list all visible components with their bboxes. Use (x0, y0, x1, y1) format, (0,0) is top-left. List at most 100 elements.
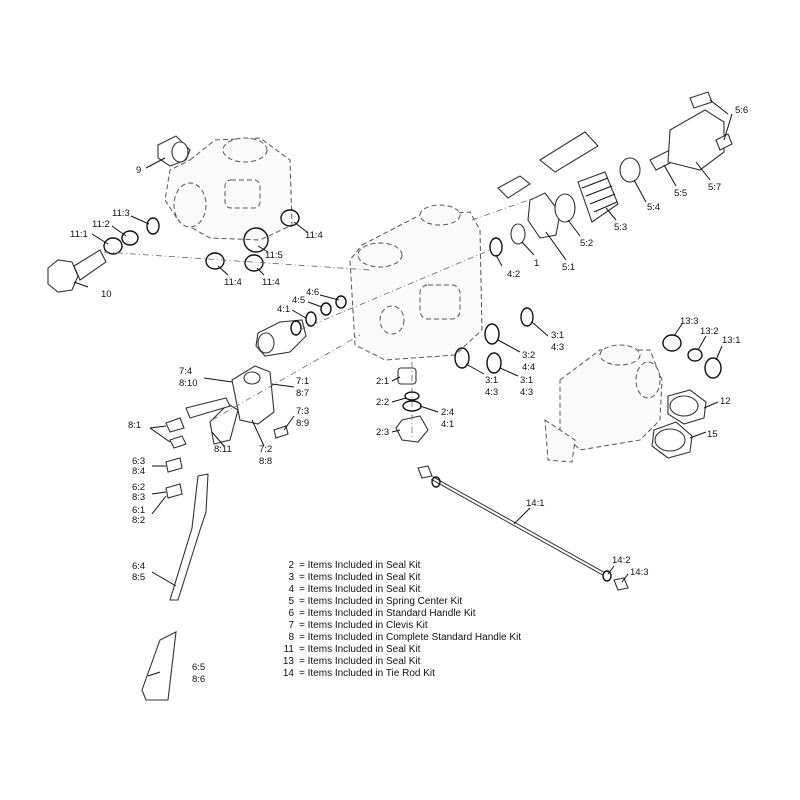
callout-6-1: 6:1 (132, 505, 145, 516)
callout-8-10: 8:10 (179, 378, 198, 389)
callout-1: 1 (534, 258, 539, 269)
callout-11-5: 11:5 (265, 250, 283, 261)
seal-rings-4-left (290, 295, 347, 336)
callout-6-4: 6:4 (132, 561, 145, 572)
callout-6-2: 6:2 (132, 482, 145, 493)
seal-rings-4-right (489, 237, 503, 257)
seal-rings-3 (454, 307, 534, 374)
callout-8-11: 8:11 (214, 444, 232, 455)
callout-5-6: 5:6 (735, 105, 748, 116)
legend-num: 2 (288, 560, 294, 571)
callout-9: 9 (136, 165, 141, 176)
callout-14-2: 14:2 (612, 555, 631, 566)
callout-4-5: 4:5 (292, 295, 305, 306)
callout-2-3: 2:3 (376, 427, 389, 438)
callout-4-3-b: 4:3 (485, 387, 498, 398)
callout-12: 12 (720, 396, 731, 407)
callout-5-3: 5:3 (614, 222, 627, 233)
seal-rings-11 (103, 209, 300, 272)
callout-11-4-top: 11:4 (305, 230, 323, 241)
legend-num: 3 (288, 572, 294, 583)
callout-7-4: 7:4 (179, 366, 192, 377)
outlet-section-body (544, 344, 663, 463)
callout-6-5: 6:5 (192, 662, 205, 673)
callout-4-6: 4:6 (306, 287, 319, 298)
callout-5-2: 5:2 (580, 238, 593, 249)
legend-text: = Items Included in Complete Standard Ha… (299, 632, 521, 643)
legend-text: = Items Included in Seal Kit (299, 644, 421, 655)
callout-8-4: 8:4 (132, 466, 145, 477)
callout-8-2: 8:2 (132, 515, 145, 526)
callout-5-5: 5:5 (674, 188, 687, 199)
plugs-12-15 (651, 389, 707, 459)
callout-5-1: 5:1 (562, 262, 575, 273)
callout-11-2: 11:2 (92, 219, 110, 230)
callout-10: 10 (101, 289, 112, 300)
callout-14-3: 14:3 (630, 567, 649, 578)
legend-text: = Items Included in Seal Kit (299, 560, 421, 571)
legend-text: = Items Included in Spring Center Kit (299, 596, 462, 607)
leader-lines (73, 99, 733, 677)
handle-lever (141, 473, 209, 701)
callout-2-2: 2:2 (376, 397, 389, 408)
legend-num: 11 (284, 644, 295, 655)
callout-3-1-a: 3:1 (551, 330, 564, 341)
legend-num: 8 (288, 632, 294, 643)
callout-3-1-b: 3:1 (485, 375, 498, 386)
legend-num: 7 (288, 620, 294, 631)
callout-3-2: 3:2 (522, 350, 535, 361)
callout-7-2: 7:2 (259, 444, 272, 455)
callout-labels: 9 10 11:1 11:2 11:3 11:4 11:5 11:4 11:4 … (70, 105, 748, 685)
plug-9-part (157, 135, 191, 167)
callout-3-1-c: 3:1 (520, 375, 533, 386)
callout-11-4-left: 11:4 (224, 277, 242, 288)
legend-text: = Items Included in Tie Rod Kit (299, 668, 435, 679)
callout-13-1: 13:1 (722, 335, 741, 346)
screws-6-8 (165, 457, 183, 499)
legend-num: 4 (288, 584, 294, 595)
callout-15: 15 (707, 429, 718, 440)
centre-lines (103, 195, 541, 440)
legend-num: 6 (288, 608, 294, 619)
callout-4-2: 4:2 (507, 269, 520, 280)
callout-11-1: 11:1 (70, 229, 88, 240)
inlet-section-body (164, 137, 293, 241)
legend-num: 13 (283, 656, 295, 667)
callout-2-1: 2:1 (376, 376, 389, 387)
callout-4-4: 4:4 (522, 362, 535, 373)
callout-11-4-right: 11:4 (262, 277, 280, 288)
clevis-assembly (165, 365, 289, 449)
callout-4-3-c: 4:3 (520, 387, 533, 398)
callout-4-3-a: 4:3 (551, 342, 564, 353)
callout-8-1: 8:1 (128, 420, 141, 431)
legend-text: = Items Included in Seal Kit (299, 656, 421, 667)
callout-11-3: 11:3 (112, 208, 130, 219)
kit-legend: 2 = Items Included in Seal Kit 3 = Items… (283, 560, 521, 679)
callout-7-1: 7:1 (296, 376, 309, 387)
legend-text: = Items Included in Seal Kit (299, 572, 421, 583)
legend-num: 5 (288, 596, 294, 607)
callout-2-4: 2:4 (441, 407, 454, 418)
spring-center-parts-5 (510, 91, 733, 245)
callout-8-3: 8:3 (132, 492, 145, 503)
callout-14-1: 14:1 (526, 498, 545, 509)
legend-num: 14 (283, 668, 295, 679)
callout-4-1: 4:1 (277, 304, 290, 315)
callout-8-9: 8:9 (296, 418, 309, 429)
relief-valve-10-part (47, 249, 107, 293)
tie-rod-14 (417, 465, 629, 591)
callout-4-1-lower: 4:1 (441, 419, 454, 430)
legend-text: = Items Included in Clevis Kit (299, 620, 428, 631)
legend-text: = Items Included in Standard Handle Kit (299, 608, 476, 619)
callout-6-3: 6:3 (132, 456, 145, 467)
callout-5-4: 5:4 (647, 202, 660, 213)
callout-5-7: 5:7 (708, 182, 721, 193)
legend-text: = Items Included in Seal Kit (299, 584, 421, 595)
spool-end-part (255, 319, 307, 357)
callout-8-5: 8:5 (132, 572, 145, 583)
callout-13-3: 13:3 (680, 316, 699, 327)
callout-8-8: 8:8 (259, 456, 272, 467)
callout-8-6: 8:6 (192, 674, 205, 685)
